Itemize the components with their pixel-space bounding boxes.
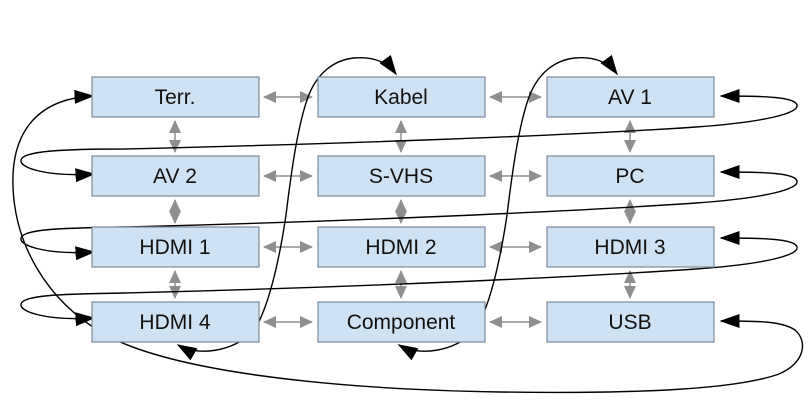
node-pc: PC xyxy=(546,155,715,197)
node-hdmi2: HDMI 2 xyxy=(317,226,486,268)
node-kabel-label: Kabel xyxy=(374,86,428,109)
node-av1: AV 1 xyxy=(546,76,715,118)
node-hdmi2-label: HDMI 2 xyxy=(365,236,436,259)
node-av2-label: AV 2 xyxy=(153,165,197,188)
nodes: Terr. Kabel AV 1 AV 2 S-VHS PC HDMI 1 H xyxy=(91,76,715,343)
node-pc-box xyxy=(546,155,715,197)
node-usb-label: USB xyxy=(608,311,651,334)
node-component-box xyxy=(317,301,486,343)
node-svhs-label: S-VHS xyxy=(369,165,433,188)
node-component-label: Component xyxy=(347,311,456,334)
node-hdmi3: HDMI 3 xyxy=(546,226,715,268)
node-hdmi1-box xyxy=(91,226,260,268)
neighbor-arrows-vertical xyxy=(169,120,636,299)
node-hdmi3-box xyxy=(546,226,715,268)
node-av2-box xyxy=(91,155,260,197)
node-hdmi1-label: HDMI 1 xyxy=(139,236,210,259)
node-component: Component xyxy=(317,301,486,343)
node-kabel: Kabel xyxy=(317,76,486,118)
node-av2: AV 2 xyxy=(91,155,260,197)
node-usb: USB xyxy=(546,301,715,343)
node-hdmi2-box xyxy=(317,226,486,268)
node-av1-label: AV 1 xyxy=(608,86,652,109)
node-hdmi3-label: HDMI 3 xyxy=(594,236,665,259)
node-hdmi4-box xyxy=(91,301,260,343)
node-terr: Terr. xyxy=(91,76,260,118)
node-hdmi4-label: HDMI 4 xyxy=(139,311,210,334)
node-hdmi4: HDMI 4 xyxy=(91,301,260,343)
node-kabel-box xyxy=(317,76,486,118)
node-hdmi1: HDMI 1 xyxy=(91,226,260,268)
node-terr-box xyxy=(91,76,260,118)
node-svhs-box xyxy=(317,155,486,197)
node-pc-label: PC xyxy=(615,165,644,188)
wrap-link-terr-usb xyxy=(12,89,804,394)
node-terr-label: Terr. xyxy=(155,86,196,109)
node-usb-box xyxy=(546,301,715,343)
node-av1-box xyxy=(546,76,715,118)
node-svhs: S-VHS xyxy=(317,155,486,197)
